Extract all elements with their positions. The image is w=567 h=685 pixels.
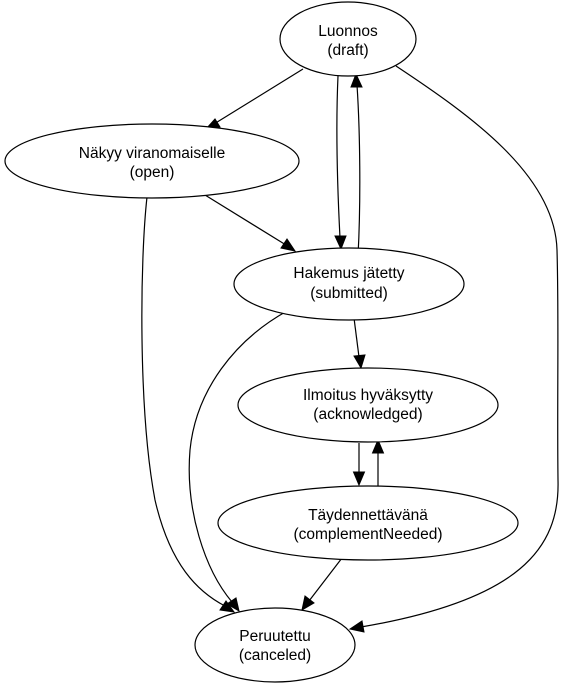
node-submitted-label: Hakemus jätetty: [293, 265, 404, 282]
node-canceled-code: (canceled): [239, 647, 311, 664]
node-submitted: Hakemus jätetty (submitted): [233, 247, 465, 321]
node-complementNeeded: Täydennettävänä (complementNeeded): [217, 485, 519, 561]
edge-draft-to-submitted: [334, 75, 347, 251]
node-draft-label: Luonnos: [318, 23, 378, 40]
node-canceled: Peruutettu (canceled): [194, 607, 356, 683]
node-draft-code: (draft): [327, 42, 368, 59]
node-complementNeeded-label: Täydennettävänä: [308, 507, 428, 524]
node-submitted-code: (submitted): [310, 285, 388, 302]
node-canceled-label: Peruutettu: [239, 628, 311, 645]
edge-draft-to-canceled: [348, 65, 559, 633]
edge-acknowledged-to-complementNeeded: [352, 443, 366, 487]
node-draft: Luonnos (draft): [279, 1, 417, 77]
edge-open-to-submitted: [204, 194, 297, 252]
edge-complementNeeded-to-acknowledged: [371, 438, 385, 486]
edge-complementNeeded-to-canceled: [301, 557, 343, 612]
node-acknowledged: Ilmoitus hyväksytty (acknowledged): [237, 367, 499, 443]
node-acknowledged-label: Ilmoitus hyväksytty: [303, 387, 433, 404]
node-open-code: (open): [130, 164, 175, 181]
edge-submitted-to-draft: [350, 72, 363, 257]
node-acknowledged-code: (acknowledged): [313, 406, 422, 423]
node-open: Näkyy viranomaiselle (open): [4, 123, 300, 199]
edge-submitted-to-acknowledged: [353, 317, 366, 370]
node-open-label: Näkyy viranomaiselle: [79, 145, 225, 162]
node-complementNeeded-code: (complementNeeded): [293, 526, 442, 543]
edges: [141, 65, 559, 633]
edge-open-to-canceled: [141, 196, 236, 613]
edge-draft-to-open: [204, 68, 304, 130]
edge-submitted-to-canceled: [188, 310, 288, 613]
